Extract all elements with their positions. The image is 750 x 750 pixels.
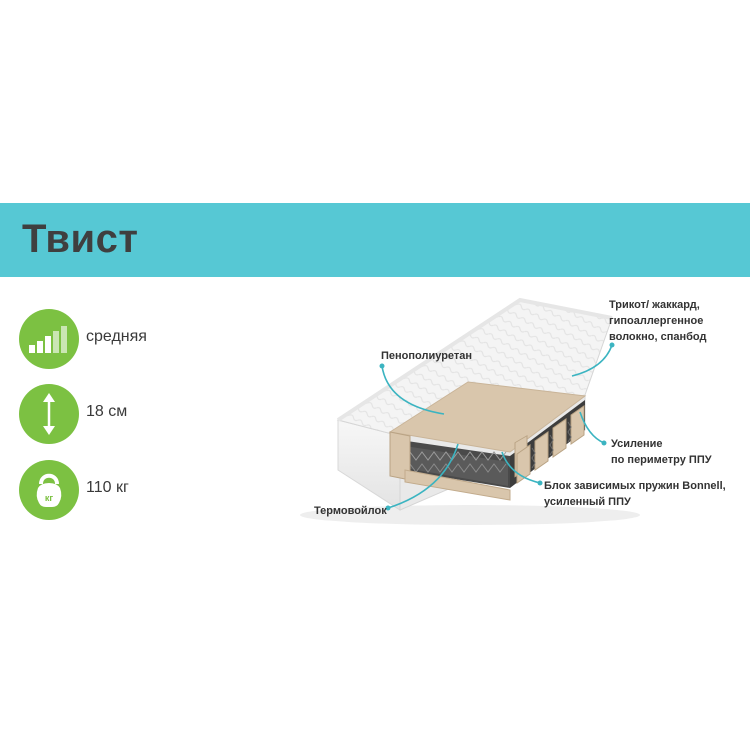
- title-banner: Твист: [0, 203, 750, 277]
- callout-felt-line1: Термовойлок: [314, 505, 387, 517]
- bottom-foam-layer: [404, 469, 511, 501]
- feature-firmness: средняя: [19, 309, 219, 371]
- feature-weight: кг 110 кг: [19, 460, 219, 522]
- leader-felt: [387, 443, 459, 509]
- callout-cover-line1: Трикот/ жаккард,: [609, 299, 700, 311]
- callout-springs: Блок зависимых пружин Bonnell, усиленный…: [544, 478, 726, 510]
- leader-lines: [381, 344, 613, 509]
- callout-cover: Трикот/ жаккард, гипоаллергенное волокно…: [609, 297, 706, 345]
- leader-springs: [501, 451, 541, 484]
- kettlebell-unit-text: кг: [45, 493, 54, 503]
- callout-springs-line1: Блок зависимых пружин Bonnell,: [544, 480, 726, 492]
- product-title: Твист: [22, 217, 139, 261]
- mattress-top-piping: [336, 297, 613, 422]
- callout-foam: Пенополиуретан: [381, 348, 472, 364]
- callout-cover-line2: гипоаллергенное: [609, 315, 704, 327]
- leader-dots: [379, 342, 615, 511]
- callout-reinforcement-line2: по периметру ППУ: [611, 454, 712, 466]
- callout-reinforcement: Усиление по периметру ППУ: [611, 436, 712, 468]
- callout-felt: Термовойлок: [314, 503, 387, 519]
- leader-cover: [571, 344, 613, 377]
- callout-reinforcement-line1: Усиление: [611, 438, 663, 450]
- height-arrow-icon: [19, 384, 79, 444]
- callout-springs-line2: усиленный ППУ: [544, 496, 631, 508]
- weight-label: 110 кг: [86, 479, 129, 496]
- leader-reinforcement: [579, 411, 605, 444]
- firmness-bars-icon: [19, 309, 79, 369]
- mattress-shadow: [300, 505, 640, 525]
- feature-height: 18 см: [19, 384, 219, 446]
- kettlebell-icon: кг: [19, 460, 79, 520]
- callout-foam-line1: Пенополиуретан: [381, 350, 473, 362]
- callout-cover-line3: волокно, спанбод: [609, 331, 707, 343]
- firmness-label: средняя: [86, 328, 147, 345]
- leader-foam: [381, 365, 445, 415]
- cutaway-top-foam: [388, 381, 587, 453]
- height-label: 18 см: [86, 403, 128, 420]
- side-springs: [531, 421, 572, 469]
- spring-block: [405, 446, 508, 486]
